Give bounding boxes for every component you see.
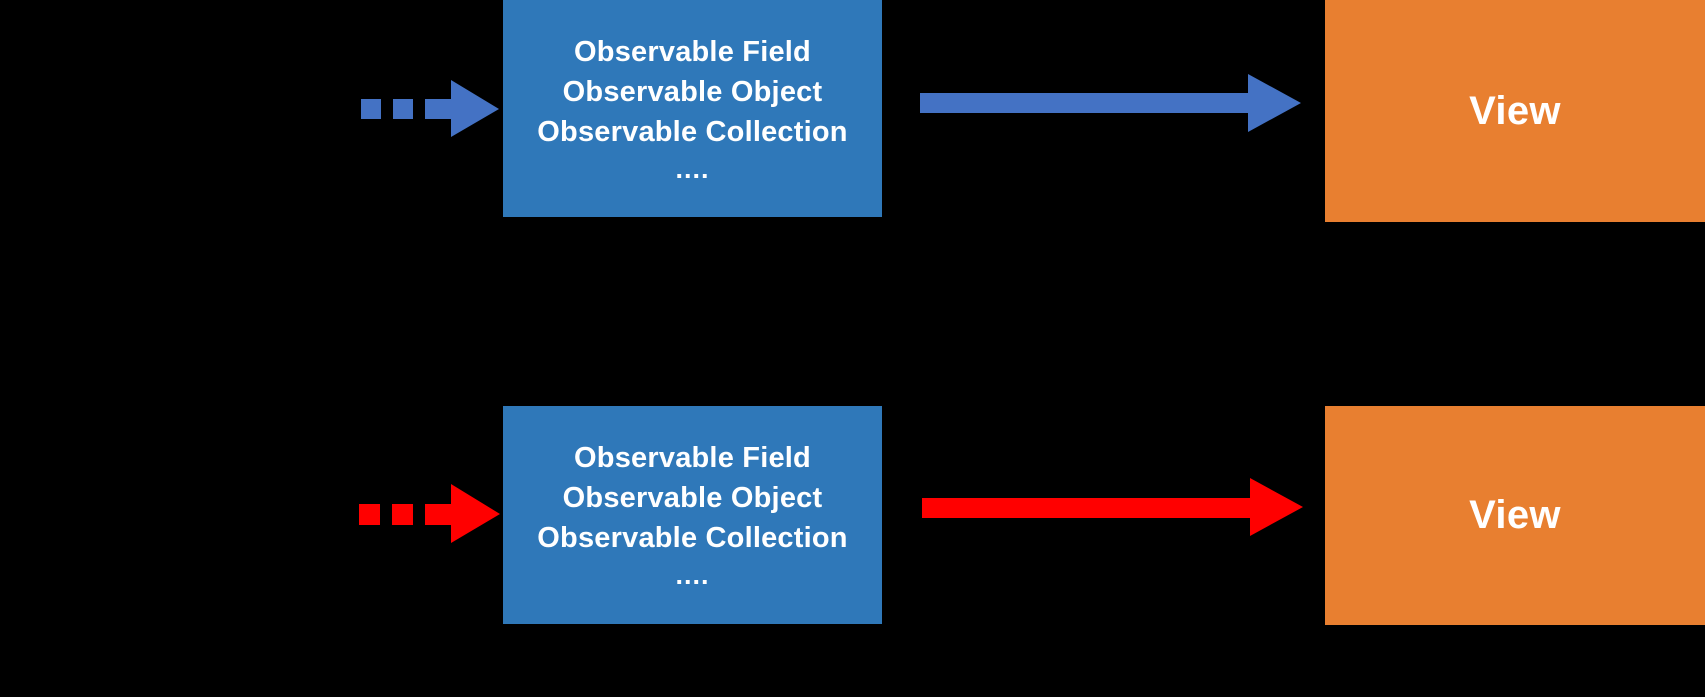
view-label-top: View bbox=[1469, 88, 1561, 133]
observable-line-field-bottom: Observable Field bbox=[574, 442, 811, 474]
observable-line-field-top: Observable Field bbox=[574, 35, 811, 68]
binding-arrow-bottom bbox=[922, 476, 1304, 538]
view-box-bottom: View bbox=[1325, 406, 1705, 625]
binding-arrow-top bbox=[920, 72, 1302, 134]
observable-ellipsis-top: .... bbox=[675, 153, 710, 184]
observable-line-collection-bottom: Observable Collection bbox=[537, 522, 848, 554]
dashed-arrow-icon-bottom bbox=[356, 482, 504, 544]
view-label-bottom: View bbox=[1469, 493, 1561, 537]
observable-box-top: Observable Field Observable Object Obser… bbox=[503, 0, 882, 217]
observable-line-collection-top: Observable Collection bbox=[537, 115, 848, 148]
observable-line-object-top: Observable Object bbox=[562, 75, 823, 108]
dashed-arrow-icon-top bbox=[358, 78, 503, 138]
view-box-top: View bbox=[1325, 0, 1705, 222]
observable-line-object-bottom: Observable Object bbox=[562, 482, 823, 514]
observable-box-bottom: Observable Field Observable Object Obser… bbox=[503, 406, 882, 624]
observable-ellipsis-bottom: .... bbox=[675, 560, 710, 590]
